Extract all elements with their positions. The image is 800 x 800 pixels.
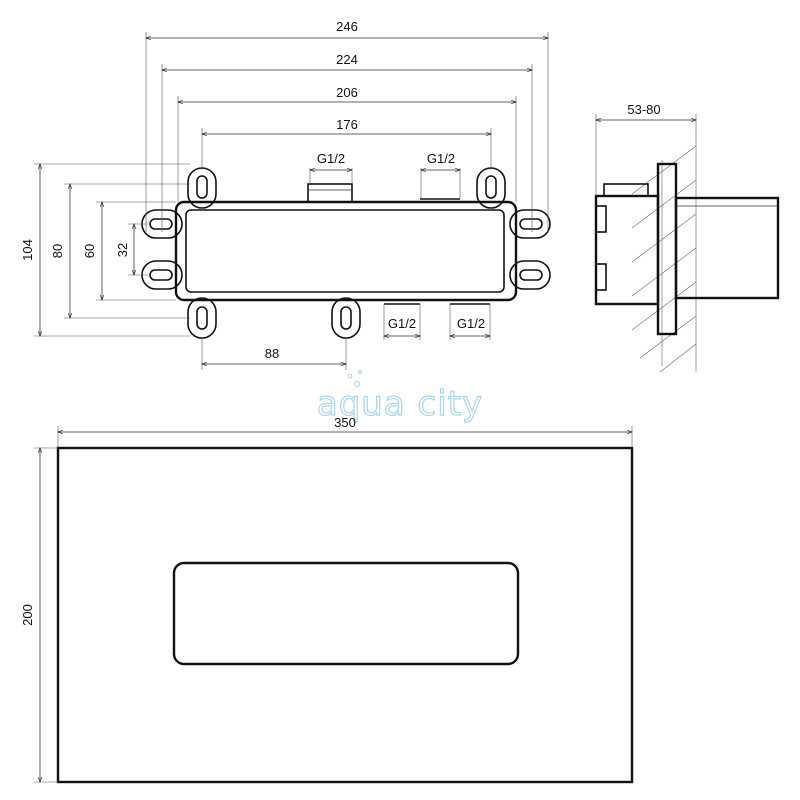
port-label-bottom-right: G1/2 xyxy=(457,316,485,331)
dim-label-80: 80 xyxy=(50,244,65,258)
cover-width-label: 350 xyxy=(334,415,356,430)
side-cover-profile xyxy=(674,196,780,300)
mixer-body-outline xyxy=(174,200,518,302)
watermark-text: aqua city xyxy=(317,384,483,424)
dim-label-224: 224 xyxy=(336,52,358,67)
port-label-top-right: G1/2 xyxy=(427,151,455,166)
dim-label-104: 104 xyxy=(20,239,35,261)
dim-label-32: 32 xyxy=(115,243,130,257)
cover-height-label: 200 xyxy=(20,604,35,626)
port-label-top-left: G1/2 xyxy=(317,151,345,166)
vertical-dimensions: 104 80 60 32 xyxy=(20,164,190,336)
watermark-logo: aqua city xyxy=(316,370,483,425)
port-label-bottom-left: G1/2 xyxy=(388,316,416,331)
dim-label-246: 246 xyxy=(336,19,358,34)
cover-plate-outline xyxy=(56,446,634,784)
mounting-lug-right-lower xyxy=(509,260,551,290)
wall-hatching xyxy=(631,140,697,373)
dim-label-88: 88 xyxy=(265,346,279,361)
cover-plate-front-view: 350 200 xyxy=(20,415,634,784)
port-labels: G1/2 G1/2 G1/2 G1/2 xyxy=(310,151,490,340)
dim-label-176: 176 xyxy=(336,117,358,132)
dim-label-60: 60 xyxy=(82,244,97,258)
mounting-lug-bottom-left xyxy=(187,297,217,339)
mixer-body-top-view xyxy=(141,167,551,339)
cover-plate-window xyxy=(172,561,520,666)
side-inlet xyxy=(603,183,649,197)
side-view: 53-80 xyxy=(594,102,780,373)
mounting-lug-bottom-center xyxy=(331,297,361,339)
top-inlet-left xyxy=(307,183,353,203)
mixer-body-inner xyxy=(185,209,505,293)
dim-label-206: 206 xyxy=(336,85,358,100)
mounting-lug-right-upper xyxy=(509,209,551,239)
horizontal-dimensions: 246 224 206 176 88 xyxy=(146,19,548,370)
side-depth-label: 53-80 xyxy=(627,102,660,117)
